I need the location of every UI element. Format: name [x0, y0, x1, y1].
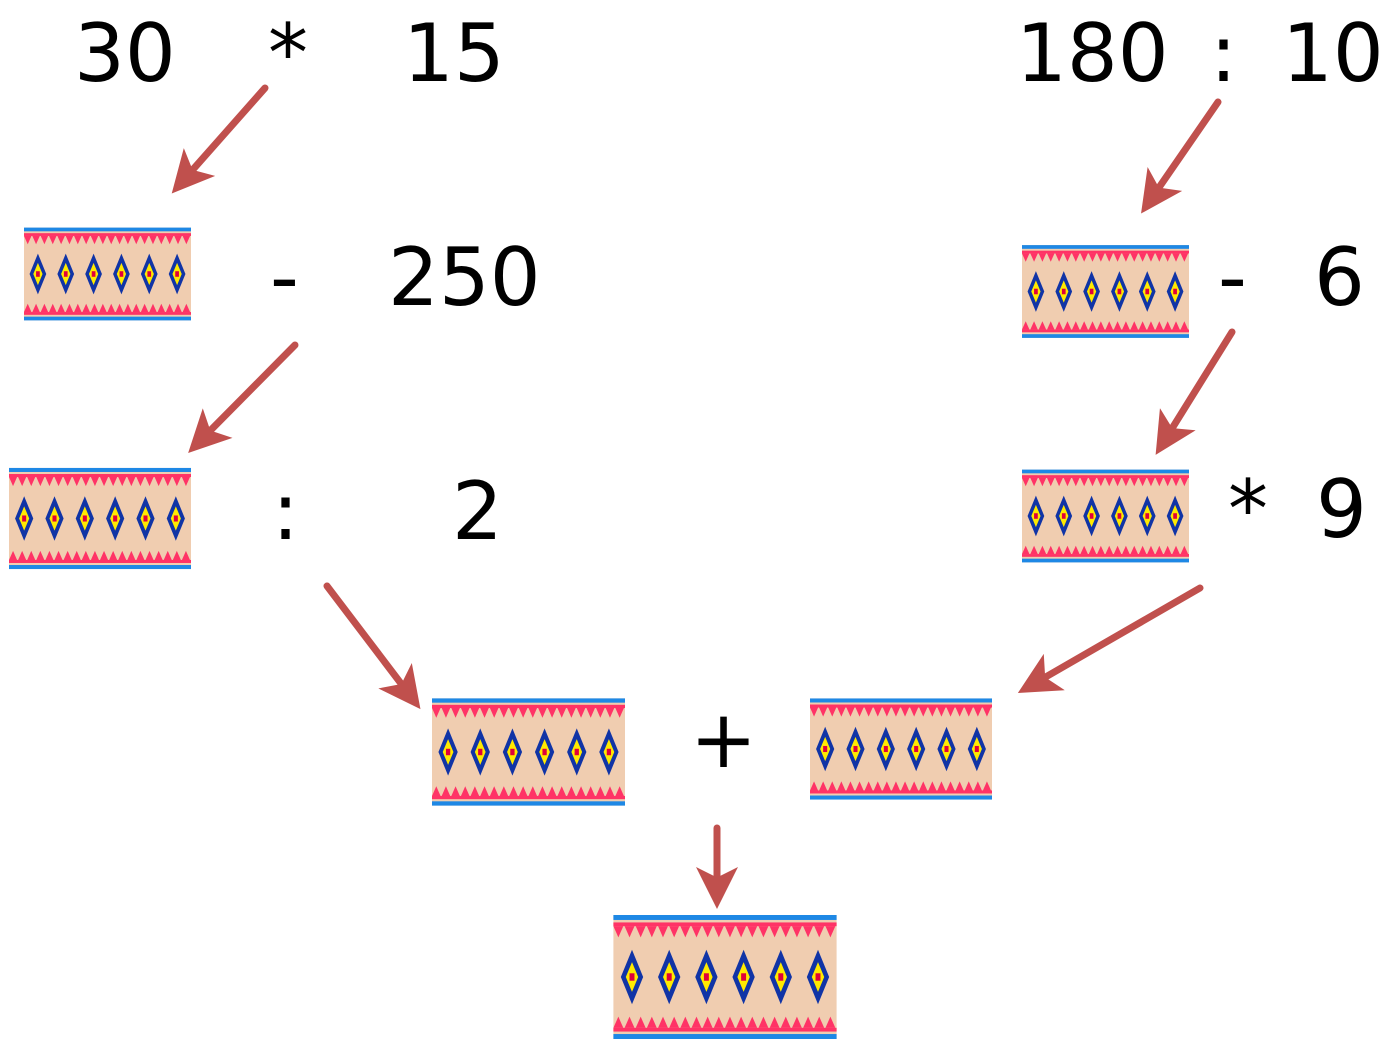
arrow-icon	[1017, 584, 1204, 693]
right-step2-operand: 6	[1314, 231, 1365, 324]
left-step1-operand-b: 15	[403, 7, 505, 100]
right-step1-operand-b: 10	[1282, 7, 1384, 100]
right-step3-operator: *	[1228, 463, 1268, 556]
right-step2-operator: -	[1218, 231, 1247, 324]
left-step1-operator: *	[268, 7, 308, 100]
right-step1-operand-a: 180	[1016, 7, 1169, 100]
arrow-icon	[188, 341, 299, 453]
right-step3-operand: 9	[1316, 463, 1367, 556]
arrow-icon	[171, 84, 269, 194]
left-step2-operand: 250	[388, 231, 541, 324]
final-operator: +	[690, 693, 758, 786]
left-step3-operand: 2	[452, 465, 503, 558]
arrow-icon	[1141, 98, 1222, 214]
arrow-icon	[1155, 328, 1236, 455]
arrow-icon	[323, 582, 421, 710]
left-step3-operator: :	[272, 465, 299, 558]
left-step2-operator: -	[270, 231, 299, 324]
left-step1-operand-a: 30	[74, 7, 176, 100]
right-step1-operator: :	[1210, 7, 1237, 100]
